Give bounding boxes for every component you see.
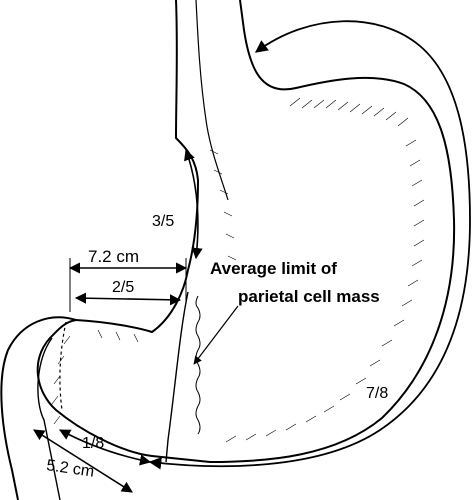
parietal-boundary [165,291,189,463]
duodenum-outline [0,316,77,500]
label-5-2-cm: 5.2 cm [45,457,95,481]
label-7-2-cm: 7.2 cm [88,247,139,266]
parietal-boundary-wavy [195,295,201,435]
greater-curvature-18-arrow [59,429,152,466]
parietal-leader-line [193,305,239,365]
pylorus-line [59,321,67,411]
label-1-8: 1/8 [82,435,104,452]
esophagus-edge [195,0,229,201]
dimension-52-arrow [33,429,133,493]
duodenum-inner [37,337,61,500]
stomach-outline [36,0,456,464]
label-2-5: 2/5 [112,279,134,296]
label-parietal-line1: Average limit of [210,259,337,278]
label-parietal-line2: parietal cell mass [238,287,380,306]
lesser-curvature-25-arrow [74,292,182,306]
greater-curvature-arrow [148,20,471,470]
label-3-5: 3/5 [152,213,174,230]
label-7-8: 7/8 [366,385,388,402]
